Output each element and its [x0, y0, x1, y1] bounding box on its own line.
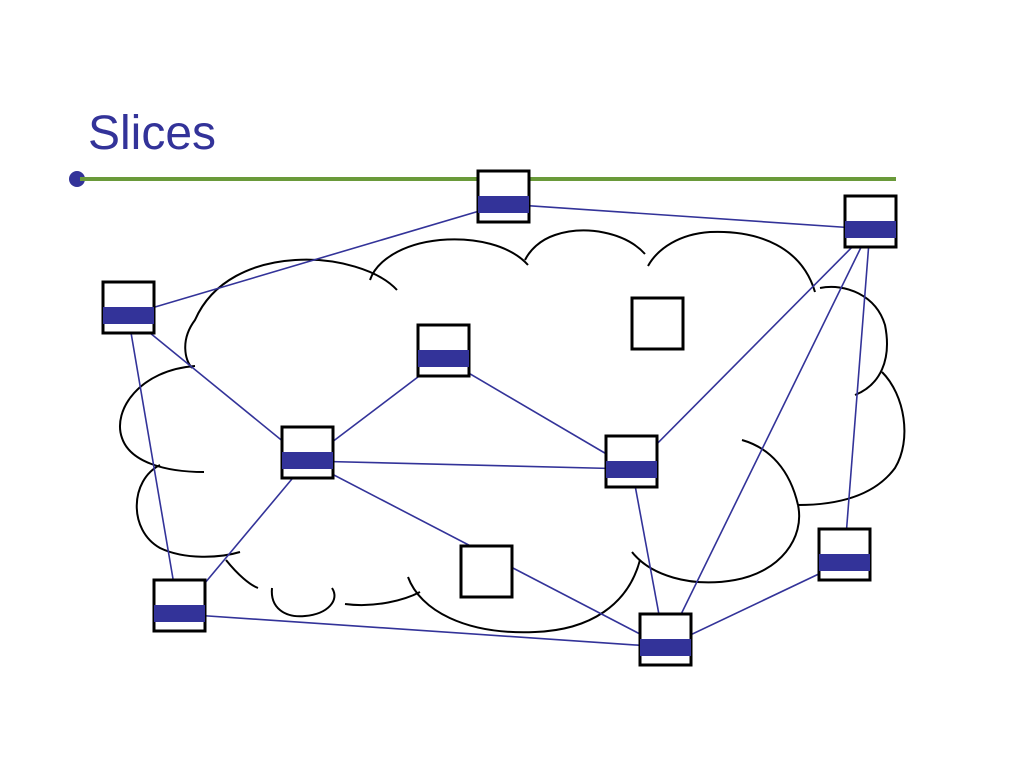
slice-node — [638, 612, 693, 667]
link — [306, 460, 633, 470]
link — [502, 203, 871, 230]
cloud-outline — [119, 229, 906, 634]
slice-node — [280, 425, 335, 480]
link — [127, 203, 504, 316]
title-bullet — [69, 171, 85, 187]
slice-node — [476, 169, 531, 224]
slice-node — [843, 194, 898, 249]
link — [664, 228, 871, 648]
slice-node — [817, 527, 872, 582]
plain-node — [630, 296, 685, 351]
link — [127, 314, 180, 615]
link — [843, 228, 871, 563]
link — [127, 314, 308, 462]
slice-node — [152, 578, 207, 633]
link — [178, 613, 666, 648]
slice-node — [101, 280, 156, 335]
plain-node — [459, 544, 514, 599]
link — [664, 561, 845, 648]
link — [442, 357, 633, 470]
slide-title: Slices — [88, 107, 217, 160]
slice-node — [416, 323, 471, 378]
link — [631, 228, 871, 470]
slice-node — [604, 434, 659, 489]
